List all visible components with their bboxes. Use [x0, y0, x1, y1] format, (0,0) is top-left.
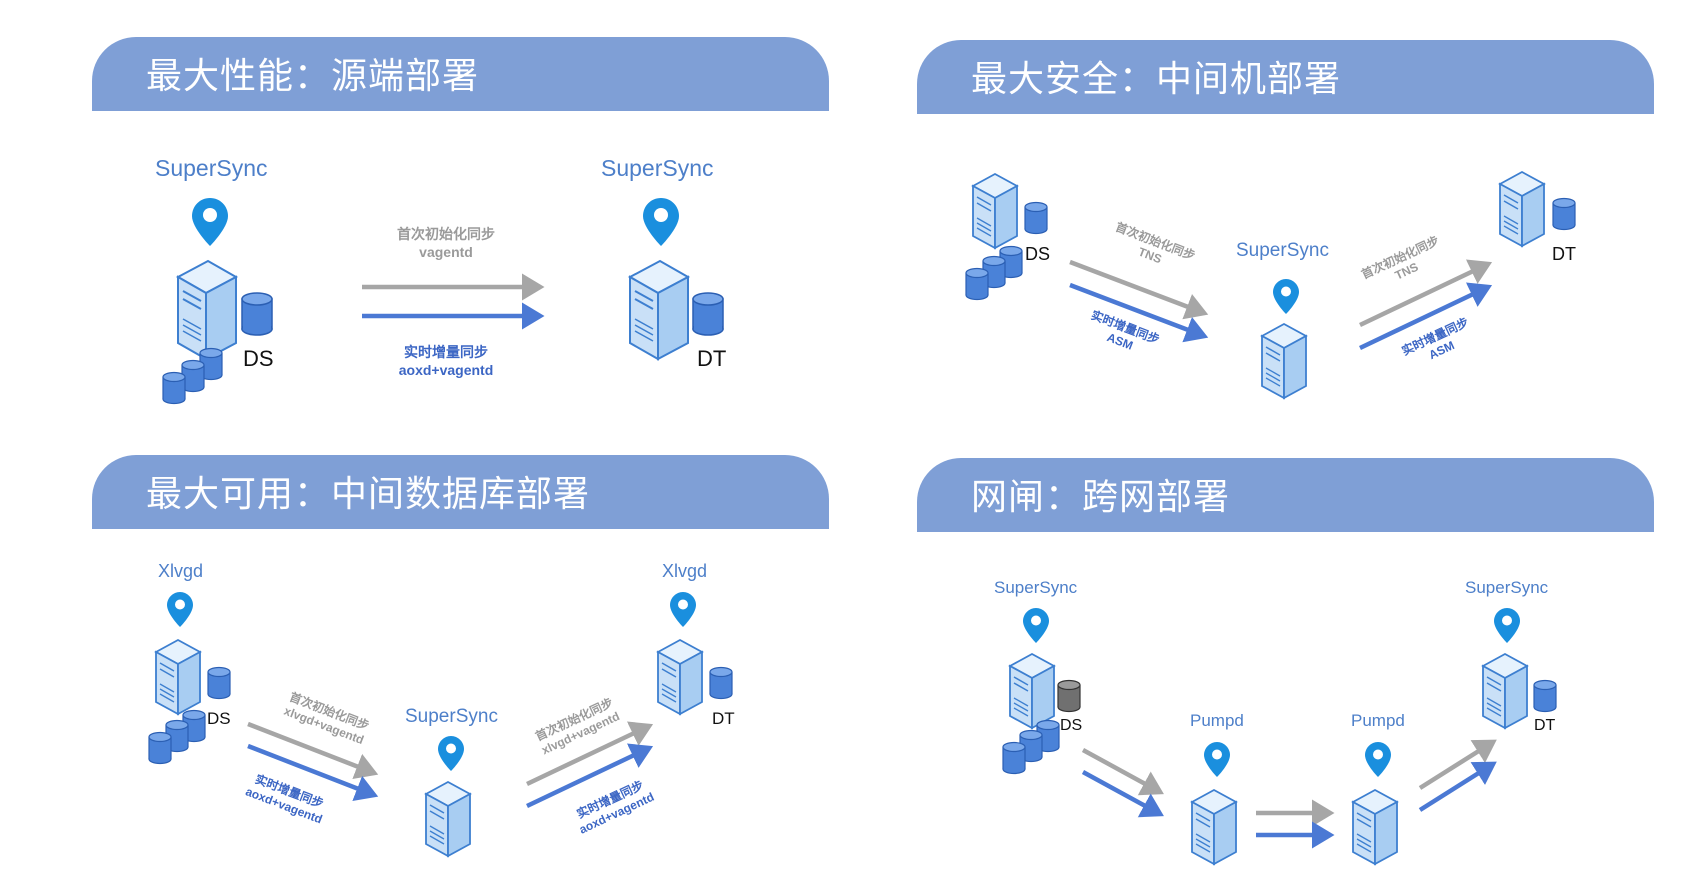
p1-source-pin-icon: [192, 198, 228, 246]
p4-a-blue-arrow: [1081, 770, 1164, 818]
p2-right-blue-arrow: [1359, 282, 1493, 351]
p3-source-pin-icon: [167, 592, 193, 627]
p4-c-gray-arrow: [1418, 739, 1497, 790]
p2-ds-db-icon: [965, 267, 989, 301]
p2-left-gray-arrow: [1069, 259, 1209, 320]
p1-blue-line1: 实时增量同步: [404, 344, 488, 360]
p3-right-blue-arrow: [526, 743, 654, 809]
p1-source-name: SuperSync: [155, 155, 268, 181]
p2-middle-server-icon: [1261, 323, 1307, 399]
p1-target-db-icon: [692, 292, 724, 336]
p3-source-name: Xlvgd: [158, 561, 204, 581]
p3-source-server-icon: [155, 639, 201, 715]
p3-target-code: DT: [712, 709, 735, 728]
p1-target-name: SuperSync: [601, 155, 714, 181]
p4-pump2-name: Pumpd: [1351, 711, 1405, 730]
p3-right-gray-arrow: [526, 721, 654, 787]
p2-source-db-icon: [1024, 201, 1048, 235]
panel4-title: 网闸：跨网部署: [971, 477, 1231, 518]
panel4-graphics: [1002, 608, 1557, 865]
p3-source-code: DS: [207, 709, 231, 728]
panel1-title: 最大性能：源端部署: [146, 56, 480, 97]
p1-target-pin-icon: [643, 198, 679, 246]
p4-pump1-server-icon: [1191, 789, 1237, 865]
p4-a-gray-arrow: [1081, 748, 1164, 796]
panel2-title: 最大安全：中间机部署: [971, 59, 1342, 100]
p4-target-server-icon: [1482, 653, 1528, 729]
panel1-banner: 最大性能：源端部署: [92, 37, 829, 111]
panel3-title: 最大可用：中间数据库部署: [146, 474, 591, 515]
p4-target-name: SuperSync: [1465, 578, 1549, 597]
p3-target-name: Xlvgd: [662, 561, 708, 581]
p2-source-server-icon: [972, 173, 1018, 249]
p1-target-server-icon: [629, 260, 689, 360]
p3-left-blue-arrow: [247, 743, 379, 802]
p4-target-db-icon: [1533, 679, 1557, 713]
p1-source-db-icon: [241, 292, 273, 336]
p3-source-db-icon: [207, 666, 231, 700]
p3-middle-server-icon: [425, 781, 471, 857]
p1-gray-line1: 首次初始化同步: [397, 226, 495, 242]
p2-target-db-icon: [1552, 197, 1576, 231]
p1-gray-arrow-label: 首次初始化同步 vagentd: [390, 224, 502, 260]
p1-source-code: DS: [243, 346, 274, 371]
p2-target-code: DT: [1552, 244, 1576, 264]
p3-middle-name: SuperSync: [405, 706, 498, 727]
p1-target-code: DT: [697, 346, 727, 371]
p3-ds-db-icon: [148, 731, 172, 765]
p4-source-name: SuperSync: [994, 578, 1078, 597]
p2-middle-pin-icon: [1273, 279, 1299, 314]
p4-target-pin-icon: [1494, 608, 1520, 643]
p4-pump1-name: Pumpd: [1190, 711, 1244, 730]
p4-source-pin-icon: [1023, 608, 1049, 643]
panel2-graphics: [965, 171, 1576, 399]
p4-source-server-icon: [1009, 653, 1055, 729]
p1-blue-line2: aoxd+vagentd: [398, 362, 494, 378]
p2-right-gray-arrow: [1359, 259, 1493, 328]
p4-pump2-server-icon: [1352, 789, 1398, 865]
p4-target-code: DT: [1534, 717, 1556, 734]
p3-target-db-icon: [709, 666, 733, 700]
p1-ds-db-icon: [162, 371, 186, 405]
p3-middle-pin-icon: [438, 736, 464, 771]
panel3-banner: 最大可用：中间数据库部署: [92, 455, 829, 529]
p3-left-gray-arrow: [247, 721, 379, 780]
p2-left-blue-arrow: [1069, 282, 1209, 343]
p1-gray-line2: vagentd: [419, 244, 473, 260]
p4-c-blue-arrow: [1418, 761, 1497, 812]
p1-source-server-icon: [177, 260, 237, 360]
panel3-graphics: [148, 592, 733, 857]
panel1-graphics: [162, 198, 724, 405]
p4-source-code: DS: [1060, 717, 1083, 734]
p4-pump2-pin-icon: [1365, 742, 1391, 777]
p2-middle-name: SuperSync: [1236, 240, 1329, 261]
p1-blue-arrow-label: 实时增量同步 aoxd+vagentd: [390, 342, 502, 378]
p2-source-code: DS: [1025, 244, 1051, 264]
p4-source-db-gray-icon: [1057, 679, 1081, 713]
p3-target-pin-icon: [670, 592, 696, 627]
panel4-banner: 网闸：跨网部署: [917, 458, 1654, 532]
p4-ds-db-icon: [1002, 741, 1026, 775]
p4-pump1-pin-icon: [1204, 742, 1230, 777]
panel2-banner: 最大安全：中间机部署: [917, 40, 1654, 114]
p3-target-server-icon: [657, 639, 703, 715]
p2-target-server-icon: [1499, 171, 1545, 247]
